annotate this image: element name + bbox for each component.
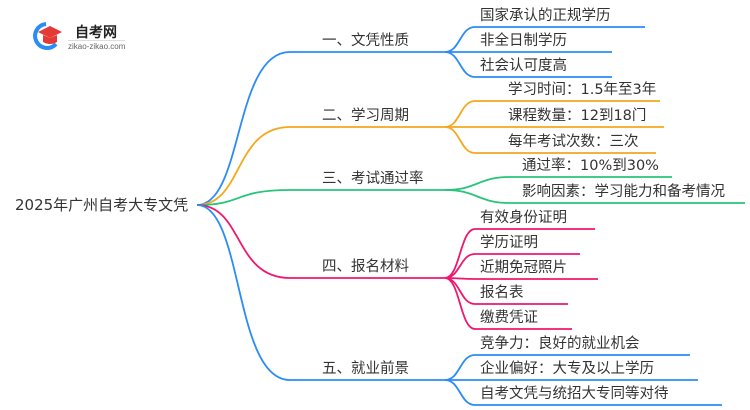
branch-node-3[interactable]: 三、考试通过率 bbox=[322, 171, 424, 187]
branch-connector bbox=[196, 51, 445, 206]
leaf-node[interactable]: 国家承认的正规学历 bbox=[480, 8, 611, 24]
logo: 自考网 zikao-zikao.com bbox=[30, 20, 170, 51]
leaf-connector bbox=[444, 51, 612, 78]
leaf-connector bbox=[444, 277, 598, 280]
leaf-node[interactable]: 竞争力：良好的就业机会 bbox=[480, 336, 640, 352]
leaf-node[interactable]: 近期免冠照片 bbox=[480, 260, 567, 276]
leaf-node[interactable]: 影响因素：学习能力和备考情况 bbox=[522, 184, 725, 200]
logo-name: 自考网 bbox=[75, 25, 117, 41]
leaf-node[interactable]: 课程数量：12到18门 bbox=[508, 108, 647, 124]
leaf-connector bbox=[444, 379, 722, 406]
graduation-cap-icon bbox=[33, 22, 62, 50]
branch-connector bbox=[196, 204, 445, 279]
leaf-node[interactable]: 缴费凭证 bbox=[480, 310, 538, 326]
leaf-connector bbox=[444, 126, 656, 154]
leaf-node[interactable]: 每年考试次数：三次 bbox=[508, 134, 639, 150]
root-node[interactable]: 2025年广州自考大专文凭 bbox=[15, 196, 189, 214]
leaf-node[interactable]: 社会认可度高 bbox=[480, 58, 567, 74]
leaf-node[interactable]: 通过率：10%到30% bbox=[522, 158, 659, 174]
leaf-connector bbox=[444, 100, 660, 128]
branch-connector bbox=[196, 126, 445, 206]
leaf-node[interactable]: 自考文凭与统招大专同等对待 bbox=[480, 386, 669, 402]
branch-connector bbox=[196, 204, 445, 381]
branch-node-4[interactable]: 四、报名材料 bbox=[322, 259, 409, 275]
branch-node-5[interactable]: 五、就业前景 bbox=[322, 361, 409, 377]
branch-connector bbox=[196, 189, 445, 206]
branch-node-2[interactable]: 二、学习周期 bbox=[322, 108, 409, 124]
leaf-connector bbox=[444, 189, 745, 204]
leaf-node[interactable]: 学习时间：1.5年至3年 bbox=[508, 82, 657, 98]
leaf-node[interactable]: 企业偏好：大专及以上学历 bbox=[480, 361, 654, 377]
logo-url: zikao-zikao.com bbox=[68, 40, 126, 51]
leaf-node[interactable]: 报名表 bbox=[480, 285, 524, 301]
leaf-connector bbox=[444, 277, 572, 330]
branch-node-1[interactable]: 一、文凭性质 bbox=[322, 33, 409, 49]
leaf-node[interactable]: 有效身份证明 bbox=[480, 210, 567, 226]
leaf-node[interactable]: 非全日制学历 bbox=[480, 33, 567, 49]
leaf-node[interactable]: 学历证明 bbox=[480, 235, 538, 251]
